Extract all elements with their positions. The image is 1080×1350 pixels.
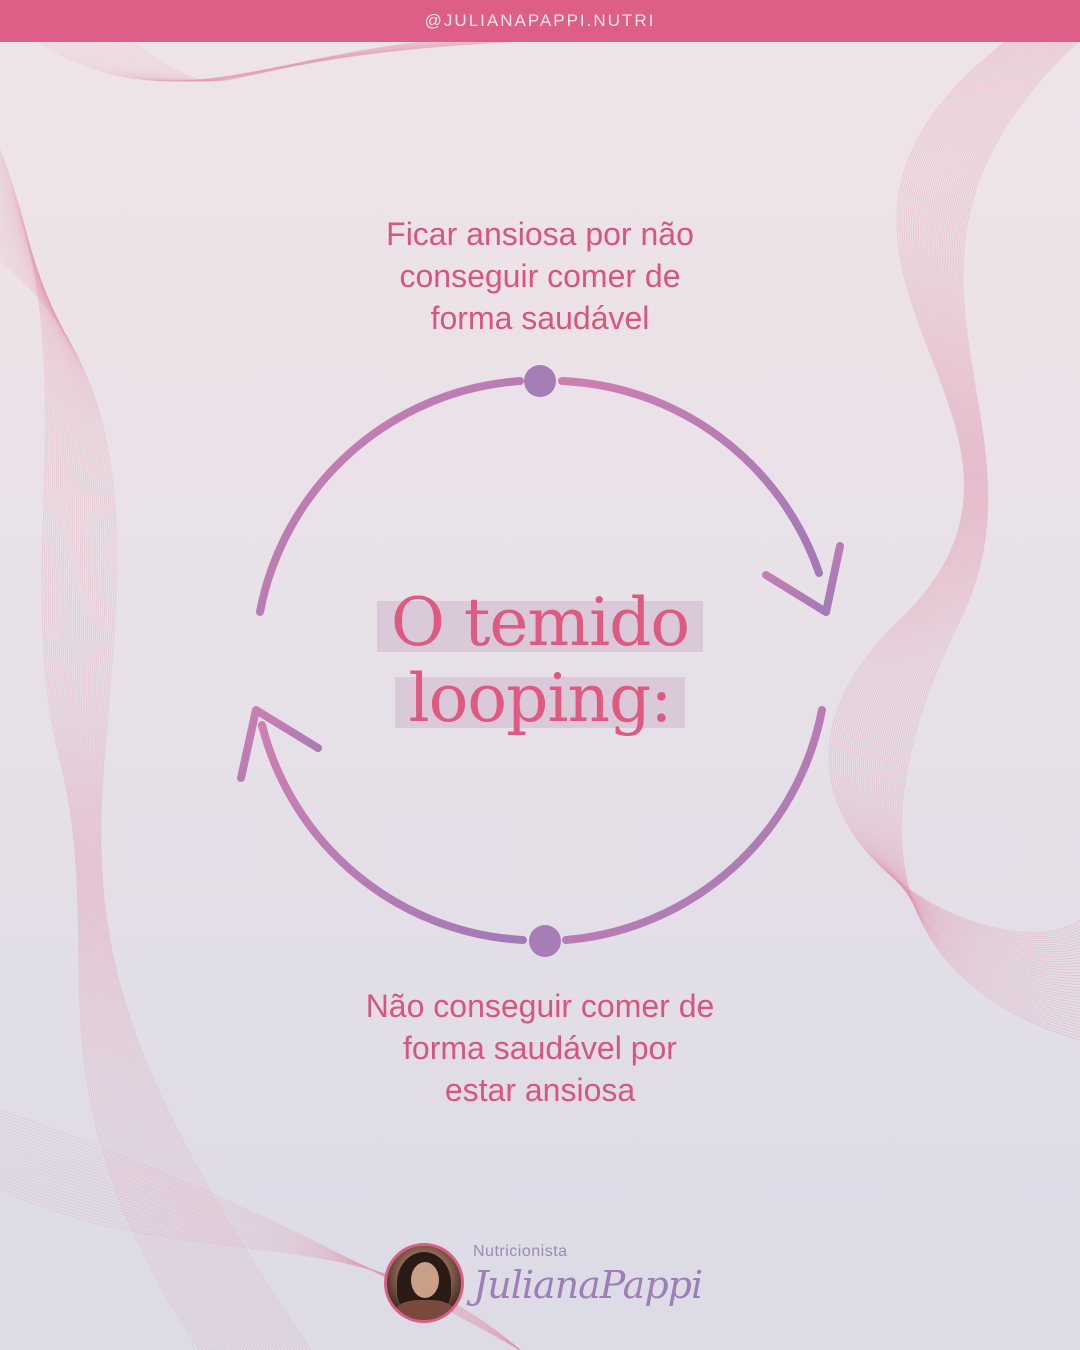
bottom-statement-line: Não conseguir comer de xyxy=(365,988,715,1024)
cycle-arc-left-top xyxy=(256,377,524,616)
title-line: O temido xyxy=(376,584,704,661)
author-avatar xyxy=(384,1243,464,1323)
author-signature-block: Nutricionista JulianaPappi xyxy=(384,1243,714,1323)
cycle-node-bottom xyxy=(529,925,561,957)
arrow-head-right xyxy=(762,542,844,616)
top-statement-line: conseguir comer de xyxy=(399,258,681,294)
bottom-statement: Não conseguir comer de forma saudável po… xyxy=(240,985,840,1111)
top-statement: Ficar ansiosa por não conseguir comer de… xyxy=(240,213,840,339)
top-statement-line: forma saudável xyxy=(430,300,650,336)
cycle-title: O temido looping: xyxy=(340,584,740,737)
instagram-handle: @JULIANAPAPPI.NUTRI xyxy=(424,11,656,30)
cycle-arc-bottom-left xyxy=(258,721,527,944)
cycle-node-top xyxy=(524,365,556,397)
author-signature: JulianaPappi xyxy=(473,1263,703,1307)
top-statement-line: Ficar ansiosa por não xyxy=(386,216,694,252)
top-handle-bar: @JULIANAPAPPI.NUTRI xyxy=(0,0,1080,42)
bottom-statement-line: forma saudável por xyxy=(403,1030,677,1066)
title-line: looping: xyxy=(394,660,686,737)
cycle-arc-right xyxy=(558,377,823,577)
cycle-arc-bottom-right xyxy=(562,706,826,944)
arrow-head-left xyxy=(237,706,322,782)
bottom-statement-line: estar ansiosa xyxy=(444,1072,636,1108)
profession-label: Nutricionista xyxy=(473,1243,568,1260)
